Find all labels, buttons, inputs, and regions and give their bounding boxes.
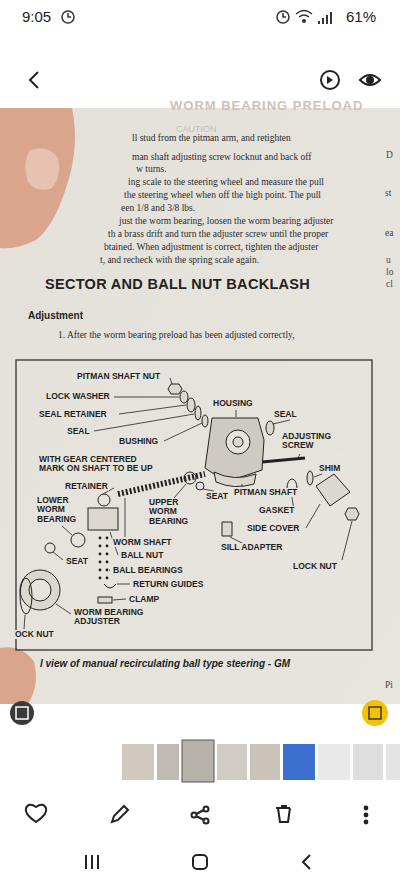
part-label: LOCK NUT [292,562,338,571]
subheading: Adjustment [28,310,83,321]
part-label: ADJUSTING SCREW [281,432,345,451]
part-label: SHIM [318,464,341,473]
ball-bearings [99,537,109,580]
thumbnail-strip [122,740,400,782]
steering-gear-drawing [20,384,359,614]
page-photo [0,108,400,704]
part-label: SEAL [273,410,298,419]
status-text: 9:05 [22,8,51,25]
figure-frame [16,360,372,650]
page-text: the steering wheel when off the high poi… [124,190,321,200]
page-text-fragment: cl [386,279,393,289]
part-label: SIDE COVER [246,524,300,533]
page-text-fragment: u [386,255,391,265]
action-icons [26,805,368,869]
figure-caption: l view of manual recirculating ball type… [40,658,290,669]
finger [0,647,36,704]
part-label: CLAMP [128,595,160,604]
toolbar-icons [30,71,380,89]
section-heading: SECTOR AND BALL NUT BACKLASH [45,276,310,292]
part-label: BALL NUT [120,551,164,560]
page-header: WORM BEARING PRELOAD [170,98,363,113]
part-label: BUSHING [118,437,159,446]
page-text-fragment: Pi [385,680,393,690]
part-label: RETAINER [64,482,109,491]
status-text: 61% [346,8,376,25]
leader-lines [24,378,352,629]
part-label: WITH GEAR CENTERED MARK ON SHAFT TO BE U… [38,455,165,474]
part-label: SEAT [65,557,89,566]
page-text: ing scale to the steering wheel and meas… [128,177,324,187]
part-label: OCK NUT [14,630,55,639]
part-label: WORM SHAFT [112,538,173,547]
page-note: CAUTION [176,124,217,134]
part-label: SEAT [205,492,229,501]
page-text: ll stud from the pitman arm, and retight… [132,133,291,143]
part-label: PITMAN SHAFT [233,488,298,497]
part-label: SILL ADAPTER [220,543,283,552]
page-text: man shaft adjusting screw locknut and ba… [132,152,311,162]
page-text: 1. After the worm bearing preload has be… [58,330,295,340]
part-label: PITMAN SHAFT NUT [76,372,161,381]
part-label: HOUSING [212,399,254,408]
page-text: just the worm bearing, loosen the worm b… [119,216,334,226]
fingernail [25,148,59,190]
part-label: SEAL [66,427,91,436]
part-label: WORM BEARING ADJUSTER [73,608,153,627]
page-text-fragment: ea [385,228,393,238]
part-label: GASKET [258,506,295,515]
page-text: t, and recheck with the spring scale aga… [100,255,259,265]
overlay-buttons [10,700,388,726]
part-label: SEAL RETAINER [38,410,108,419]
part-label: BALL BEARINGS [112,566,184,575]
page-text: w turns. [136,164,167,174]
page-text-fragment: st [385,188,391,198]
status-icons [62,11,332,25]
page-text: een 1/8 and 3/8 lbs. [121,203,195,213]
finger [0,108,75,248]
page-text: th a brass drift and turn the adjuster s… [108,229,328,239]
part-label: UPPER WORM BEARING [148,498,198,526]
part-label: LOWER WORM BEARING [36,496,86,524]
page-text-fragment: lo [386,267,393,277]
part-label: RETURN GUIDES [132,580,204,589]
page-text: btained. When adjustment is correct, tig… [104,242,318,252]
page-text-fragment: D [386,150,393,160]
part-label: LOCK WASHER [45,392,111,401]
